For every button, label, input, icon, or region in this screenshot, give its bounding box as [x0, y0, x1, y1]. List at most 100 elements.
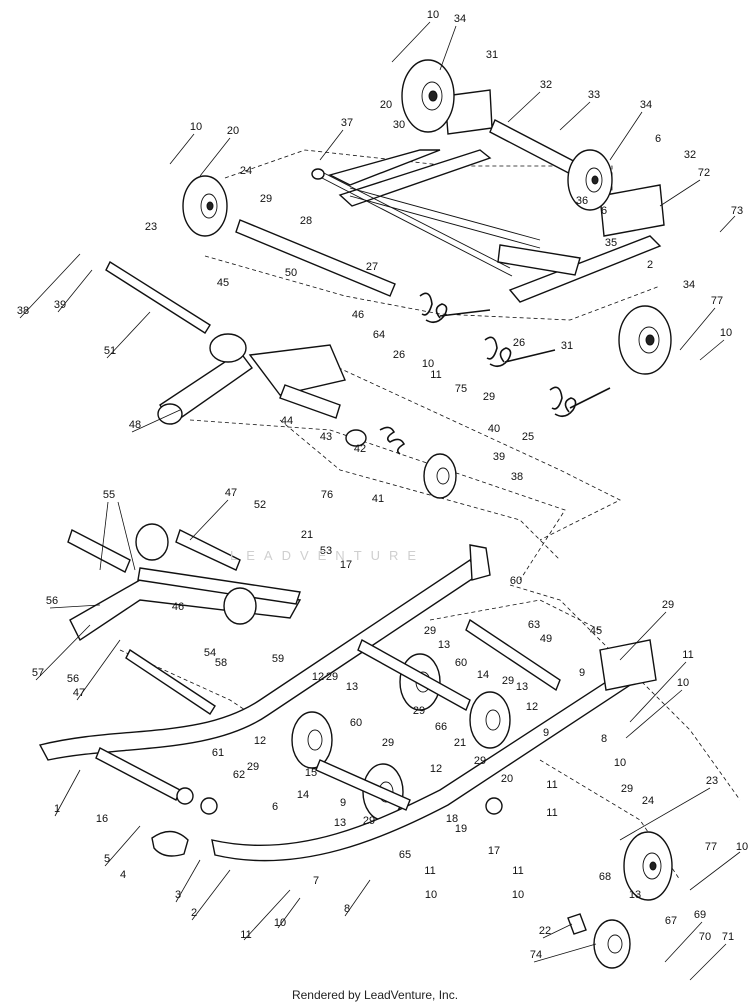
callout-58: 58 [215, 657, 227, 669]
callout-34: 34 [640, 99, 652, 111]
idler-wheel-13-c [291, 711, 333, 769]
callout-leaders [19, 21, 741, 981]
callout-77: 77 [705, 841, 717, 853]
callout-10: 10 [614, 757, 626, 769]
callout-17: 17 [488, 845, 500, 857]
callout-29: 29 [621, 783, 633, 795]
callout-36: 36 [576, 195, 588, 207]
callout-53: 53 [320, 545, 332, 557]
idler-wheel-40 [423, 453, 457, 499]
callout-2: 2 [647, 259, 653, 271]
callout-9: 9 [579, 667, 585, 679]
callout-77: 77 [711, 295, 723, 307]
callout-13: 13 [346, 681, 358, 693]
callout-10: 10 [425, 889, 437, 901]
callout-37: 37 [341, 117, 353, 129]
callout-48: 48 [129, 419, 141, 431]
callout-9: 9 [340, 797, 346, 809]
callout-74: 74 [530, 949, 542, 961]
callout-16: 16 [96, 813, 108, 825]
callout-2: 2 [191, 907, 197, 919]
callout-8: 8 [601, 733, 607, 745]
callout-21: 21 [454, 737, 466, 749]
callout-26: 26 [393, 349, 405, 361]
callout-29: 29 [502, 675, 514, 687]
callout-47: 47 [225, 487, 237, 499]
callout-69: 69 [694, 909, 706, 921]
callout-24: 24 [642, 795, 654, 807]
slide-rails [38, 544, 657, 862]
callout-33: 33 [588, 89, 600, 101]
callout-56: 56 [67, 673, 79, 685]
callout-18: 18 [446, 813, 458, 825]
callout-35: 35 [605, 237, 617, 249]
lower-shafts [95, 618, 561, 815]
callout-11: 11 [424, 865, 435, 877]
callout-73: 73 [731, 205, 743, 217]
callout-45: 45 [590, 625, 602, 637]
callout-24: 24 [240, 165, 252, 177]
callout-10: 10 [427, 9, 439, 21]
callout-42: 42 [354, 443, 366, 455]
callout-57: 57 [32, 667, 44, 679]
idler-wheel-34-mid [618, 305, 672, 375]
callout-29: 29 [382, 737, 394, 749]
callout-29: 29 [662, 599, 674, 611]
callout-29: 29 [413, 705, 425, 717]
callout-21: 21 [301, 529, 313, 541]
callout-30: 30 [393, 119, 405, 131]
watermark: LEADVENTURE [230, 548, 426, 563]
callout-47: 47 [73, 687, 85, 699]
callout-11: 11 [546, 807, 557, 819]
callout-76: 76 [321, 489, 333, 501]
footer-credit: Rendered by LeadVenture, Inc. [291, 988, 459, 1002]
front-scissor-arms [67, 523, 302, 715]
callout-7: 7 [313, 875, 319, 887]
callout-11: 11 [682, 649, 693, 661]
idler-wheel-13-b [469, 691, 511, 749]
callout-11: 11 [546, 779, 557, 791]
callout-10: 10 [274, 917, 286, 929]
idler-wheel-23-left [182, 175, 228, 237]
callout-13: 13 [438, 639, 450, 651]
callout-65: 65 [399, 849, 411, 861]
callout-23: 23 [706, 775, 718, 787]
callout-44: 44 [281, 415, 293, 427]
upper-shafts [105, 119, 611, 334]
callout-46: 46 [172, 601, 184, 613]
callout-10: 10 [512, 889, 524, 901]
callout-25: 25 [522, 431, 534, 443]
callout-23: 23 [145, 221, 157, 233]
callout-75: 75 [455, 383, 467, 395]
callout-10: 10 [736, 841, 748, 853]
callout-60: 60 [350, 717, 362, 729]
callout-6: 6 [655, 133, 661, 145]
callout-71: 71 [722, 931, 734, 943]
callout-31: 31 [561, 340, 573, 352]
callout-12: 12 [254, 735, 266, 747]
callout-1: 1 [54, 803, 60, 815]
callout-32: 32 [540, 79, 552, 91]
callout-34: 34 [454, 13, 466, 25]
callout-39: 39 [493, 451, 505, 463]
callout-39: 39 [54, 299, 66, 311]
callout-29: 29 [260, 193, 272, 205]
callout-32: 32 [684, 149, 696, 161]
callout-29: 29 [474, 755, 486, 767]
front-arm-assembly [157, 333, 406, 455]
callout-10: 10 [422, 358, 434, 370]
callout-13: 13 [334, 817, 346, 829]
callout-13: 13 [516, 681, 528, 693]
callout-72: 72 [698, 167, 710, 179]
callout-12: 12 [312, 671, 324, 683]
callout-4: 4 [120, 869, 126, 881]
callout-12: 12 [430, 763, 442, 775]
callout-11: 11 [430, 369, 441, 381]
callout-68: 68 [599, 871, 611, 883]
callout-20: 20 [227, 125, 239, 137]
assembly-guide-lines [119, 149, 741, 881]
callout-66: 66 [435, 721, 447, 733]
callout-20: 20 [380, 99, 392, 111]
callout-52: 52 [254, 499, 266, 511]
